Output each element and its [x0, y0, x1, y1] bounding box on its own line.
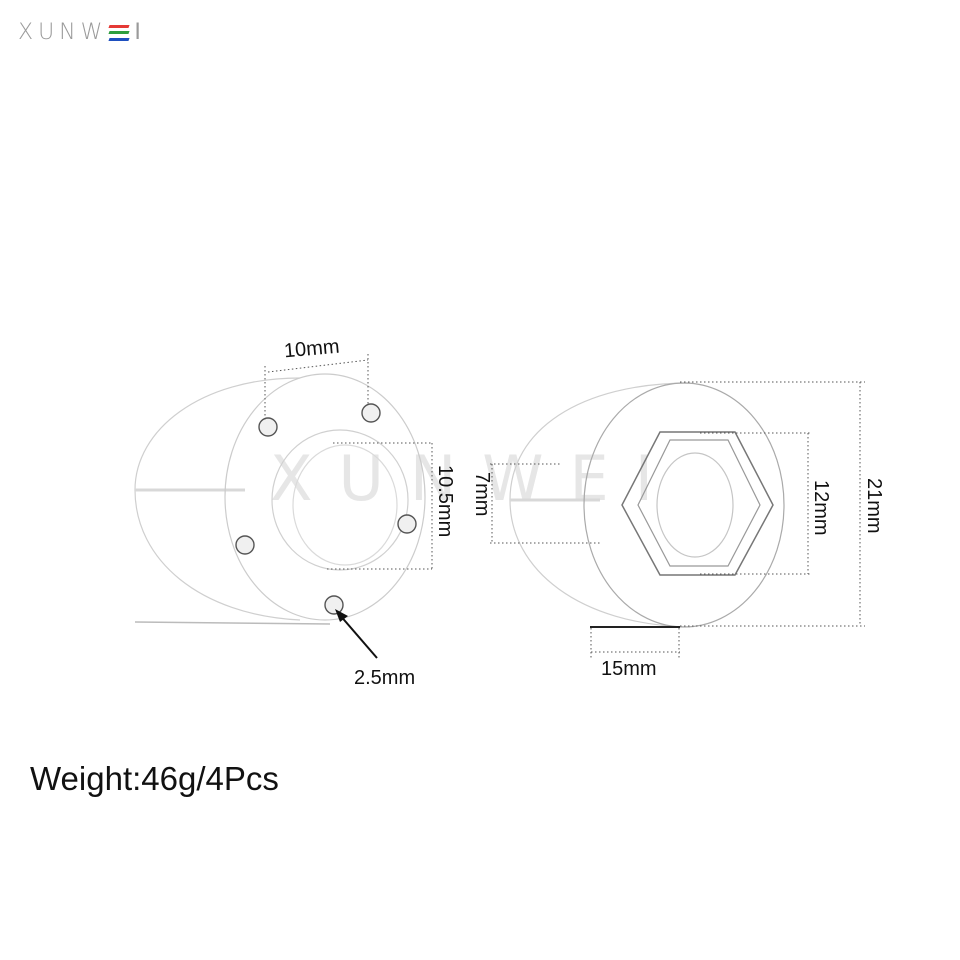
width-label: 15mm	[601, 658, 657, 680]
right-dimension-lines	[490, 381, 865, 660]
left-threaded-holes	[235, 403, 417, 615]
thread-size-label: 2.5mm	[354, 667, 416, 689]
watermark-text: XUNWEI	[270, 442, 679, 515]
bore-diameter-label: 10.5mm	[434, 465, 456, 538]
left-part-drawing	[134, 373, 426, 625]
brand-name: XUNW	[18, 20, 108, 45]
outer-diameter-label: 21mm	[863, 478, 885, 534]
inner-bore-label: 7mm	[471, 472, 493, 517]
brand-name-i: I	[134, 20, 141, 45]
left-dimension-lines	[264, 354, 433, 570]
arrow-icon	[335, 609, 378, 659]
brand-logo: XUNW I	[18, 20, 141, 45]
hex-size-label: 12mm	[810, 480, 832, 536]
right-part-drawing	[509, 382, 785, 628]
weight-spec: Weight:46g/4Pcs	[30, 760, 279, 797]
hole-spacing-label: 10mm	[283, 335, 341, 363]
